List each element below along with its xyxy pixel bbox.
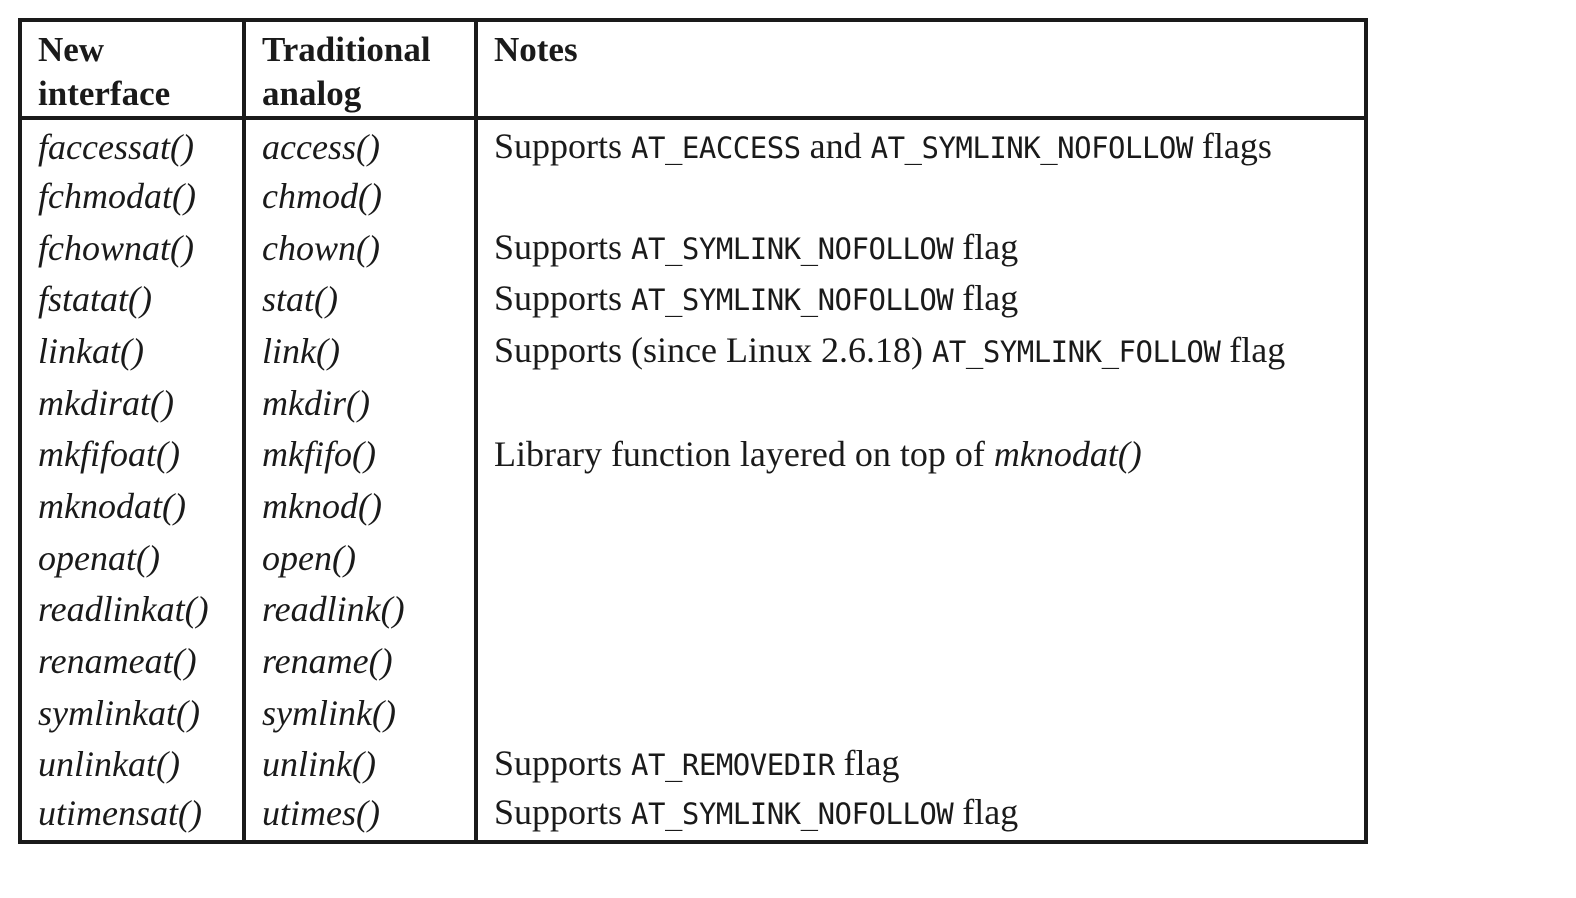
new-interface-cell: fchmodat() — [38, 175, 196, 216]
table-body: faccessat()access()Supports AT_EACCESS a… — [20, 118, 1366, 843]
notes-cell — [474, 635, 1366, 687]
traditional-analog-cell: readlink() — [242, 583, 476, 636]
notes-text: Supports — [494, 226, 632, 267]
table-row: readlinkat() readlink() — [20, 583, 1366, 636]
notes-text: flag — [1220, 329, 1286, 370]
traditional-analog-cell: mknod() — [242, 480, 476, 532]
traditional-analog-cell: mkfifo() — [242, 428, 476, 481]
notes-cell — [474, 583, 1366, 636]
notes-cell — [474, 531, 1366, 584]
new-interface-cell: readlinkat() — [38, 589, 209, 630]
table-row: fchownat()chown()Supports AT_SYMLINK_NOF… — [20, 221, 1366, 274]
notes-text: Supports — [494, 126, 632, 166]
traditional-analog-cell: link() — [242, 325, 476, 377]
table-row: utimensat()utimes()Supports AT_SYMLINK_N… — [20, 790, 1366, 843]
notes-cell — [474, 376, 1366, 429]
notes-cell: Supports AT_EACCESS and AT_SYMLINK_NOFOL… — [474, 118, 1366, 170]
table-row: fchmodat() chmod() — [20, 170, 1366, 222]
new-interface-cell: fchownat() — [38, 227, 194, 268]
function-reference: mknodat() — [993, 434, 1142, 475]
notes-text: flag — [953, 226, 1019, 267]
traditional-analog-cell: stat() — [242, 273, 476, 326]
table-row: symlinkat() symlink() — [20, 686, 1366, 739]
notes-cell: Supports AT_REMOVEDIR flag — [474, 738, 1366, 791]
table-row: mknodat() mknod() — [20, 480, 1366, 532]
traditional-analog-cell: access() — [242, 118, 476, 170]
new-interface-cell: faccessat() — [38, 127, 194, 167]
notes-cell — [474, 480, 1366, 532]
new-interface-cell: mknodat() — [38, 485, 186, 526]
notes-cell: Supports AT_SYMLINK_NOFOLLOW flag — [474, 273, 1366, 326]
table-row: faccessat()access()Supports AT_EACCESS a… — [20, 118, 1366, 170]
notes-text: flag — [834, 743, 900, 784]
notes-text: Supports — [494, 792, 632, 833]
notes-text: flags — [1192, 126, 1272, 166]
header-traditional-analog: Traditional analog — [242, 20, 476, 120]
new-interface-cell: linkat() — [38, 330, 144, 371]
traditional-analog-cell: open() — [242, 531, 476, 584]
table-row: linkat()link()Supports (since Linux 2.6.… — [20, 325, 1366, 377]
table-row: unlinkat() unlink()Supports AT_REMOVEDIR … — [20, 738, 1366, 791]
notes-cell — [474, 686, 1366, 739]
new-interface-cell: mkfifoat() — [38, 434, 180, 475]
flag-constant: AT_EACCESS — [631, 131, 801, 165]
notes-text: Supports — [494, 278, 632, 319]
notes-cell: Supports AT_SYMLINK_NOFOLLOW flag — [474, 790, 1366, 843]
traditional-analog-cell: mkdir() — [242, 376, 476, 429]
notes-text: Supports (since Linux 2.6.18) — [494, 329, 932, 370]
header-notes: Notes — [474, 20, 1366, 120]
flag-constant: AT_SYMLINK_NOFOLLOW — [631, 283, 954, 318]
new-interface-cell: fstatat() — [38, 279, 152, 320]
notes-cell: Supports AT_SYMLINK_NOFOLLOW flag — [474, 221, 1366, 274]
flag-constant: AT_SYMLINK_FOLLOW — [931, 334, 1221, 369]
traditional-analog-cell: rename() — [242, 635, 476, 687]
new-interface-cell: openat() — [38, 537, 160, 578]
traditional-analog-cell: utimes() — [242, 790, 476, 843]
new-interface-cell: utimensat() — [38, 793, 202, 834]
new-interface-cell: symlinkat() — [38, 692, 200, 733]
header-row: New interface Traditional analog Notes — [20, 20, 1366, 120]
interface-table: New interface Traditional analog Notes f… — [18, 18, 1368, 845]
notes-text: and — [800, 126, 871, 166]
table-row: fstatat()stat()Supports AT_SYMLINK_NOFOL… — [20, 273, 1366, 326]
traditional-analog-cell: chmod() — [242, 170, 476, 222]
notes-cell — [474, 170, 1366, 222]
header-new-interface: New interface — [20, 20, 244, 120]
new-interface-cell: unlinkat() — [38, 744, 180, 785]
notes-cell: Supports (since Linux 2.6.18) AT_SYMLINK… — [474, 325, 1366, 377]
traditional-analog-cell: chown() — [242, 221, 476, 274]
flag-constant: AT_SYMLINK_NOFOLLOW — [631, 231, 954, 266]
flag-constant: AT_SYMLINK_NOFOLLOW — [870, 131, 1194, 165]
table-row: mkfifoat()mkfifo()Library function layer… — [20, 428, 1366, 481]
flag-constant: AT_SYMLINK_NOFOLLOW — [631, 797, 954, 832]
traditional-analog-cell: unlink() — [242, 738, 476, 791]
notes-cell: Library function layered on top of mknod… — [474, 428, 1366, 481]
table-row: renameat() rename() — [20, 635, 1366, 687]
table-row: mkdirat() mkdir() — [20, 376, 1366, 429]
flag-constant: AT_REMOVEDIR — [631, 748, 835, 783]
notes-text: flag — [953, 792, 1019, 833]
traditional-analog-cell: symlink() — [242, 686, 476, 739]
new-interface-cell: mkdirat() — [38, 382, 174, 423]
table-row: openat() open() — [20, 531, 1366, 584]
notes-text: Supports — [494, 743, 632, 784]
notes-text: flag — [953, 278, 1019, 319]
notes-text: Library function layered on top of — [494, 434, 994, 475]
new-interface-cell: renameat() — [38, 641, 197, 682]
